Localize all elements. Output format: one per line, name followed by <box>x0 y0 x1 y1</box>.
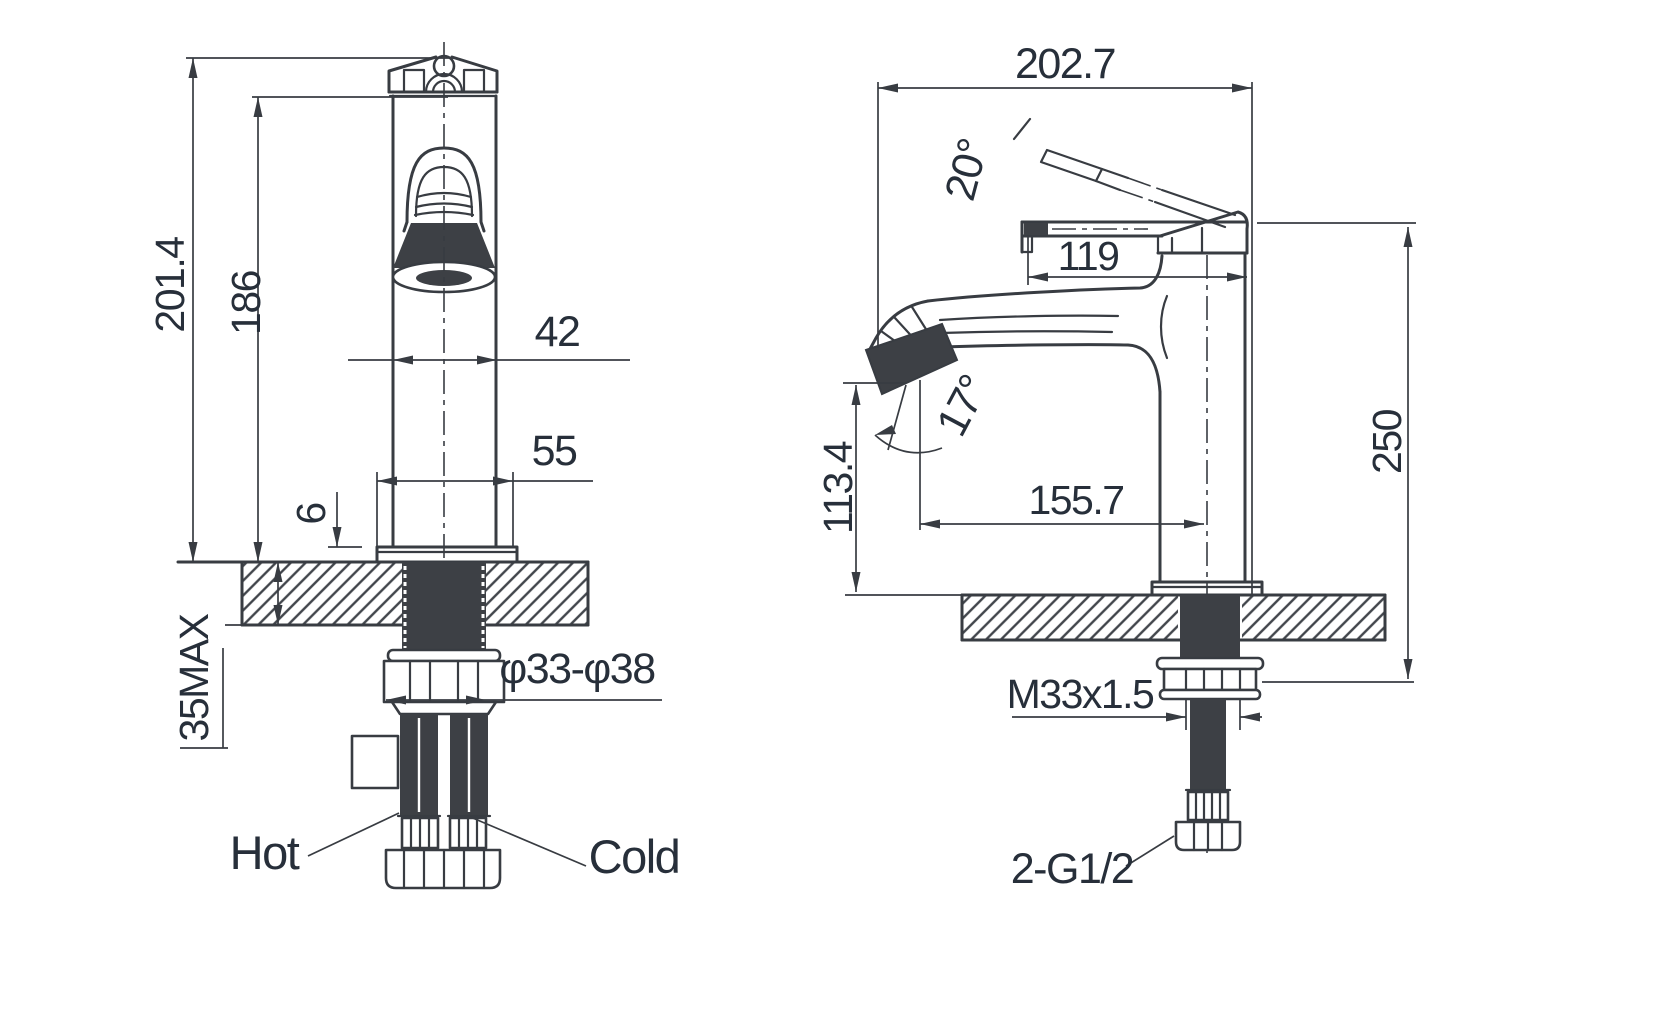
dim-base-width-label: 55 <box>532 427 577 475</box>
dim-overall-height-label: 250 <box>1364 409 1410 474</box>
dim-spout-height: 113.4 <box>815 382 905 592</box>
aerator-cone <box>393 223 495 268</box>
threaded-shank-side <box>1180 595 1240 658</box>
dim-spout-reach: 155.7 <box>919 380 1204 530</box>
dim-thread-spec: M33x1.5 <box>1007 671 1262 730</box>
cartridge-box <box>350 734 400 790</box>
inlet-spec-label: 2-G1/2 <box>1011 845 1133 893</box>
dim-spout-angle-label: 17° <box>928 368 999 444</box>
side-countertop <box>845 593 1387 642</box>
side-mounting-hardware <box>1155 595 1265 852</box>
hot-callout: Hot <box>230 812 400 879</box>
dim-thread-spec-label: M33x1.5 <box>1007 671 1154 717</box>
spout-outlet-face <box>864 322 959 396</box>
dim-handle-angle-label: 20° <box>936 135 998 206</box>
dim-spout-height-label: 113.4 <box>815 441 861 534</box>
dim-body-width: 42 <box>348 308 630 365</box>
front-view: 201.4 186 42 55 <box>147 42 681 890</box>
dim-hole-diameter: φ33-φ38 <box>386 645 662 705</box>
dim-top-length-label: 119 <box>1058 233 1119 279</box>
front-countertop <box>176 560 590 627</box>
front-faucet-outline <box>375 42 519 564</box>
dim-overall-length-label: 202.7 <box>1015 40 1115 88</box>
dim-hole-diameter-label: φ33-φ38 <box>499 645 655 693</box>
inlet-spec-callout: 2-G1/2 <box>1011 835 1175 893</box>
front-mounting-hardware <box>350 562 506 890</box>
dim-body-width-label: 42 <box>535 308 580 356</box>
lock-nut-side <box>1162 667 1258 692</box>
dim-overall-length: 202.7 <box>877 40 1253 595</box>
dim-top-length: 119 <box>1027 233 1247 285</box>
dim-counter-thickness: 35MAX <box>171 562 283 749</box>
hot-label: Hot <box>230 826 300 879</box>
cold-label: Cold <box>589 830 680 883</box>
dim-spout-reach-label: 155.7 <box>1028 477 1123 523</box>
dim-body-height: 186 <box>223 96 448 562</box>
side-view: 202.7 20° 119 17° 113.4 <box>815 40 1416 893</box>
dim-body-height-label: 186 <box>223 271 269 335</box>
raised-lever <box>1012 117 1237 229</box>
dim-base-lip-label: 6 <box>288 503 334 524</box>
dim-overall-height: 250 <box>1257 222 1416 683</box>
angle-tick <box>1012 117 1032 141</box>
threaded-shank <box>402 562 486 650</box>
dim-counter-thickness-label: 35MAX <box>171 613 217 741</box>
dim-base-lip: 6 <box>288 492 362 548</box>
lock-nut <box>382 659 506 704</box>
spout-tip-cap <box>1024 223 1048 235</box>
cold-callout: Cold <box>467 815 681 883</box>
dim-base-width: 55 <box>376 427 593 546</box>
inlet-hose <box>1190 699 1226 790</box>
dim-total-height: 201.4 <box>147 57 456 562</box>
dim-total-height-label: 201.4 <box>147 237 193 333</box>
